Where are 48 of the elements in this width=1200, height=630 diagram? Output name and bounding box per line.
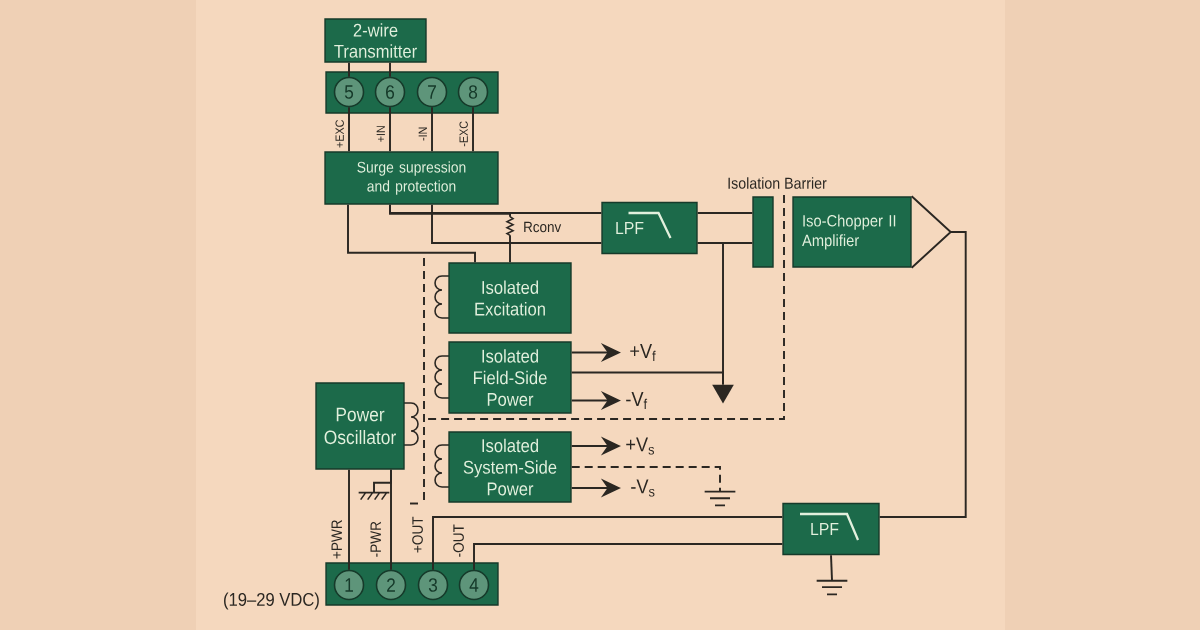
process-box: Surge supression and protection xyxy=(324,151,499,205)
wire xyxy=(389,61,391,78)
wire xyxy=(348,106,350,153)
wire xyxy=(431,106,433,153)
ground-symbol xyxy=(815,579,849,596)
ground-symbol xyxy=(703,490,737,507)
wire xyxy=(373,468,392,494)
wire xyxy=(389,106,391,153)
wire xyxy=(830,554,833,582)
wire xyxy=(389,203,511,218)
wire xyxy=(570,371,724,386)
process-box: Isolated Field-Side Power xyxy=(448,341,572,414)
wire xyxy=(348,61,350,78)
wire xyxy=(878,231,967,518)
chassis-ground-symbol xyxy=(357,491,391,501)
wire-label: -EXC xyxy=(459,121,468,147)
wire-label: +OUT xyxy=(412,516,423,553)
resistor-symbol xyxy=(505,215,515,237)
wire xyxy=(431,203,603,244)
filter-box: LPF xyxy=(782,502,880,556)
wire xyxy=(473,543,784,571)
process-box: 2-wire Transmitter xyxy=(324,18,427,63)
wire xyxy=(472,106,474,153)
dashed-wire xyxy=(570,466,721,493)
wire xyxy=(696,212,754,214)
signal-label: -V$_{f}$ xyxy=(626,392,648,410)
signal-label: -V$_{s}$ xyxy=(631,479,655,497)
wire xyxy=(509,234,511,264)
wire-label: +EXC xyxy=(335,120,344,148)
wire xyxy=(348,468,350,571)
filter-box: LPF xyxy=(601,201,698,255)
signal-label: +V$_{f}$ xyxy=(630,344,656,362)
wire-label: -IN xyxy=(418,127,427,141)
process-box: Power Oscillator xyxy=(315,382,405,470)
barrier-bar xyxy=(752,196,774,268)
barrier-label: Isolation Barrier xyxy=(728,177,827,189)
wire xyxy=(432,516,784,571)
signal-label: +V$_{s}$ xyxy=(626,437,654,455)
process-box: Isolated System-Side Power xyxy=(448,431,572,503)
wire-label: +IN xyxy=(376,126,385,142)
triangle-symbol xyxy=(712,384,734,404)
wire xyxy=(347,203,476,264)
supply-note: (19–29 VDC) xyxy=(224,592,319,610)
component-label: Rconv xyxy=(524,221,562,233)
process-box: Isolated Excitation xyxy=(448,262,572,334)
wire-label: +PWR xyxy=(331,520,342,559)
wire-label: -OUT xyxy=(453,524,464,557)
wire-label: -PWR xyxy=(370,521,381,557)
